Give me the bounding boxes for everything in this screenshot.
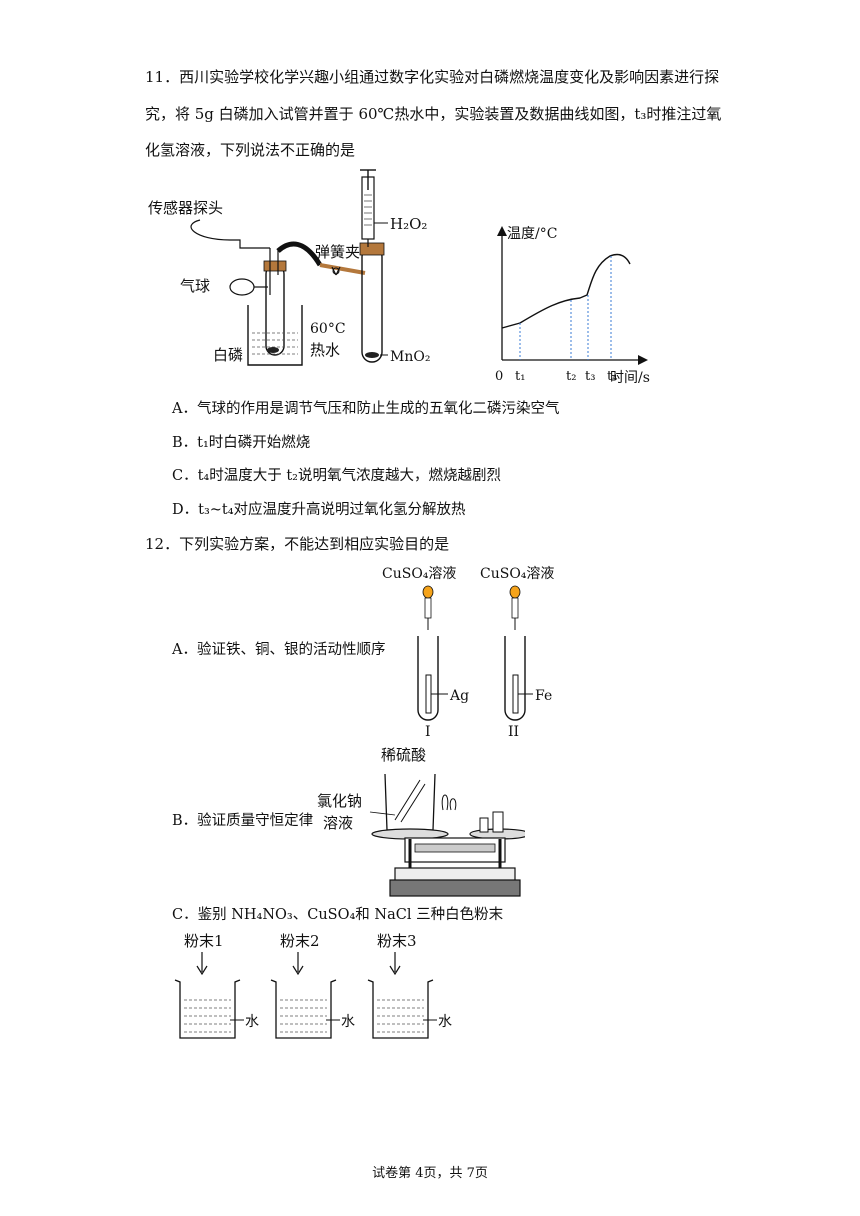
q11-option-a: A．气球的作用是调节气压和防止生成的五氧化二磷污染空气 [172, 401, 560, 417]
graph-origin: 0 [495, 369, 503, 384]
q12-a-figure: CuSO₄溶液 CuSO₄溶液 Ag I Fe II [382, 566, 554, 740]
sensor-label: 传感器探头 [148, 199, 223, 217]
q12-b-figure: 稀硫酸 氯化钠 溶液 [317, 746, 525, 897]
q12-c-figure: 粉末1 水 粉末2 水 粉末3 水 [174, 932, 452, 1039]
page-footer: 试卷第 4页，共 7页 [372, 1166, 488, 1181]
temperature-curve [501, 253, 631, 329]
q11-stem-line1: 11．西川实验学校化学兴趣小组通过数字化实验对白磷燃烧温度变化及影响因素进行探 [145, 68, 720, 86]
q11-stem-line2: 究，将 5g 白磷加入试管并置于 60℃热水中，实验装置及数据曲线如图，t₃时推… [145, 105, 722, 123]
h2o2-label: H₂O₂ [390, 215, 427, 233]
water-temp-label: 60°C [310, 321, 346, 337]
q12-option-b: B．验证质量守恒定律 [172, 813, 314, 829]
water2-label: 水 [341, 1014, 355, 1030]
left-test-tube [265, 264, 285, 356]
powder3-label: 粉末3 [377, 932, 417, 950]
metal1-label: Ag [449, 688, 469, 704]
tube2-label: II [508, 724, 519, 740]
mno2-label: MnO₂ [390, 349, 430, 365]
tick-t3: t₃ [585, 369, 595, 384]
q11-stem-line3: 化氢溶液，下列说法不正确的是 [145, 141, 356, 159]
right-test-tube [361, 246, 383, 363]
beaker-3 [367, 979, 434, 1039]
graph-ylabel: 温度/°C [507, 226, 557, 242]
balance-base [389, 879, 521, 897]
balance-beaker [384, 773, 436, 831]
beaker-2 [270, 979, 337, 1039]
q11-option-c: C．t₄时温度大于 t₂说明氧气浓度越大，燃烧越剧烈 [172, 468, 501, 484]
q11-option-b: B．t₁时白磷开始燃烧 [172, 435, 311, 451]
salt-label-1: 氯化钠 [317, 792, 362, 810]
tick-t1: t₁ [515, 369, 525, 384]
clip-label: 弹簧夹 [315, 243, 360, 261]
reagent1-label: CuSO₄溶液 [382, 566, 456, 582]
beaker-1 [174, 979, 241, 1039]
hot-water-label: 热水 [310, 341, 340, 359]
tick-t4: t₄ [607, 369, 617, 384]
balloon-shape [229, 278, 255, 296]
tube-1 [417, 636, 439, 721]
balloon-label: 气球 [180, 277, 210, 295]
graph-xlabel: 时间/s [610, 370, 650, 386]
salt-label-2: 溶液 [323, 814, 353, 832]
tube1-label: I [425, 724, 431, 740]
q11-temperature-graph: 温度/°C 时间/s 0 t₁ t₂ t₃ t₄ [495, 226, 650, 386]
metal2-label: Fe [535, 688, 552, 704]
tube-2 [504, 636, 526, 721]
q12-option-c: C．鉴别 NH₄NO₃、CuSO₄和 NaCl 三种白色粉末 [172, 907, 504, 923]
powder2-label: 粉末2 [280, 932, 320, 950]
water1-label: 水 [245, 1014, 259, 1030]
q12-option-a: A．验证铁、铜、银的活动性顺序 [172, 642, 386, 658]
q11-apparatus-figure: 传感器探头 气球 白磷 60°C 热水 弹簧夹 H₂O₂ MnO₂ [148, 169, 430, 366]
water3-label: 水 [438, 1014, 452, 1030]
q11-option-d: D．t₃~t₄对应温度升高说明过氧化氢分解放热 [172, 502, 466, 518]
acid-label: 稀硫酸 [381, 746, 426, 764]
powder1-label: 粉末1 [184, 932, 224, 950]
tick-t2: t₂ [566, 369, 576, 384]
reagent2-label: CuSO₄溶液 [480, 566, 554, 582]
phosphorus-label: 白磷 [213, 346, 243, 364]
beaker [247, 305, 303, 366]
q12-stem: 12．下列实验方案，不能达到相应实验目的是 [145, 535, 450, 553]
